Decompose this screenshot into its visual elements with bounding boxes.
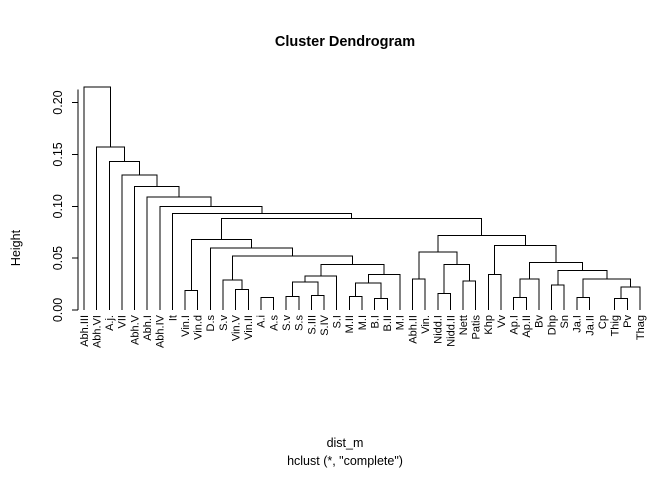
leaf-label: Dhp [546,315,558,335]
dendrogram-branch [220,218,483,240]
leaf-label: Abh.III [79,315,91,347]
leaf-label: Nett [458,315,470,335]
leaf-label: Abh.II [407,315,419,344]
dendrogram-branch [121,174,158,310]
leaf-label: Thig [610,315,622,336]
leaf-label: Ja.I [572,315,584,333]
dendrogram-branch [320,263,385,276]
x-axis-caption-primary: dist_m [327,436,364,450]
leaf-label: A.i [256,315,268,328]
y-axis-tick-label: 0.00 [51,298,65,322]
dendrogram-branch [437,292,451,310]
leaf-label: B.II [382,315,394,332]
dendrogram-branch [443,263,470,294]
dendrogram-branch [412,278,426,310]
leaf-label: Sn [559,315,571,328]
leaf-label: S.III [306,315,318,335]
y-axis-title: Height [9,229,23,266]
y-axis-tick-label: 0.15 [51,142,65,166]
leaf-label: A.j. [104,315,116,331]
leaf-label: Cp [597,315,609,329]
leaf-label: S.IV [319,314,331,335]
dendrogram-branch [487,274,502,310]
dendrogram-branch [582,278,632,298]
leaf-label: Khp [483,315,495,335]
leaf-label: Abh.VI [91,315,103,348]
leaf-label: Abh.I [142,315,154,341]
leaf-label: Abh.IV [155,314,167,348]
leaf-label: Nidd.II [445,315,457,347]
dendrogram-branch [437,234,526,252]
dendrogram-tree [83,86,641,310]
y-axis: 0.00 0.05 0.10 0.15 0.20 [51,89,79,322]
x-axis-caption-method: hclust (*, "complete") [287,454,403,468]
dendrogram-branch [355,282,382,299]
leaf-label: B.I [369,315,381,328]
y-axis-tick-label: 0.05 [51,246,65,270]
dendrogram-branch [83,86,111,310]
leaf-label: Patis [471,315,483,340]
dendrogram-branch [190,238,252,291]
dendrogram-branch [374,298,388,310]
leaf-label: Abh.V [129,314,141,345]
y-axis-tick-label: 0.20 [51,90,65,114]
leaf-label: A.s [268,315,280,331]
dendrogram-branch [260,297,275,310]
leaf-label: Nidd.I [433,315,445,344]
dendrogram-branch [235,288,249,310]
leaf-label: S.I [332,315,344,328]
leaf-label: Ap.I [508,315,520,335]
dendrogram-branch [171,213,352,310]
leaf-label: S.s [294,315,306,331]
leaf-label: S.v [218,315,230,331]
leaf-label: Vin. [420,315,432,334]
leaf-label: Ap.II [521,315,533,338]
leaf-label: Vv [496,315,508,328]
leaf-label: D.s [205,315,217,332]
leaf-label: Thag [635,315,647,340]
leaf-label: Vin.V [230,314,242,341]
leaf-label: Ja.II [584,315,596,336]
dendrogram-branch [614,298,628,310]
leaf-label: Vin.II [243,315,255,340]
page-title: Cluster Dendrogram [275,34,415,50]
dendrogram-branch [222,279,243,310]
leaf-label: VII [117,315,129,328]
leaf-label: It [167,315,179,321]
leaf-label: M.I [395,315,407,330]
leaf-label: Pv [622,315,634,328]
leaf-label: S.v [281,315,293,331]
dendrogram-branch [367,274,401,310]
leaf-label: Bv [534,315,546,328]
leaf-label: M.I [357,315,369,330]
dendrogram-branch [519,278,540,310]
leaf-label: Vin.I [180,315,192,337]
leaf-label: Vin.d [193,315,205,340]
dendrogram-branch [551,284,565,310]
y-axis-tick-label: 0.10 [51,194,65,218]
leaf-label: M.II [344,315,356,333]
